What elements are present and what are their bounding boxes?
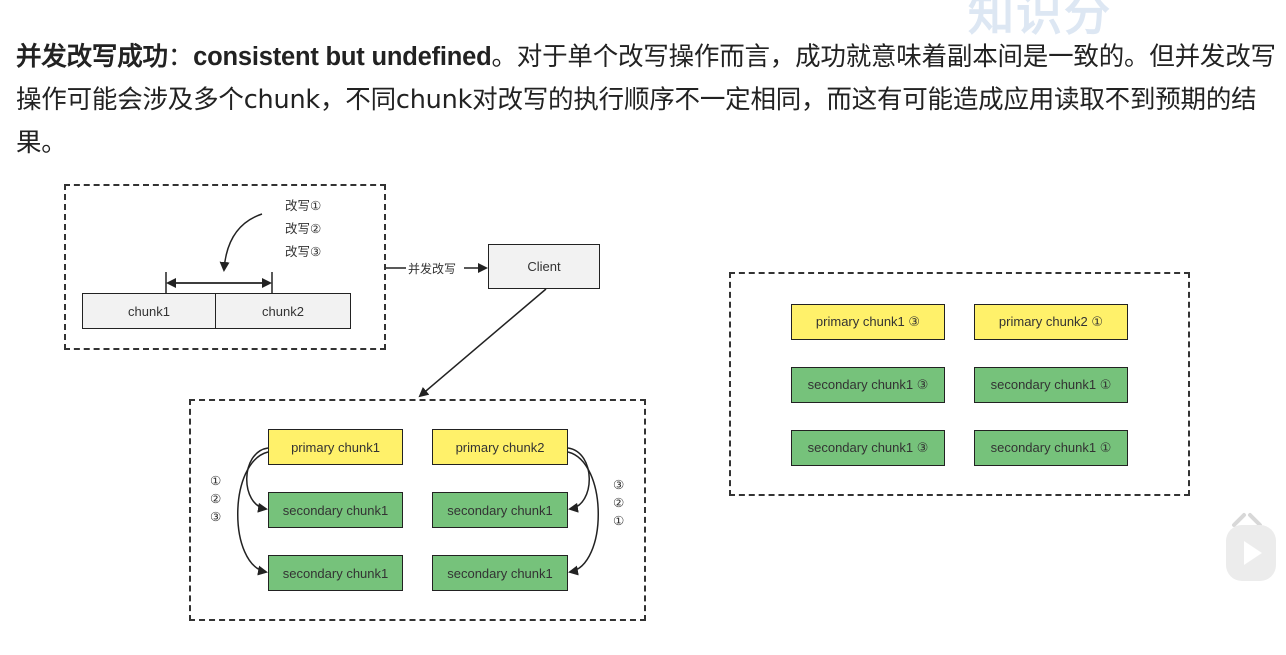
result-primary-chunk2: primary chunk2 ① — [974, 304, 1128, 340]
secondary-chunk-box: secondary chunk1 — [432, 555, 568, 591]
write-label-3: 改写③ — [285, 244, 322, 259]
paragraph-body: 。对于单个改写操作而言，成功就意味着副本间是一致的。但并发改写操作可能会涉及多个… — [16, 42, 1276, 158]
result-secondary-chunk: secondary chunk1 ① — [974, 430, 1128, 466]
heading-term: 并发改写成功 — [16, 42, 168, 72]
right-arrow-2 — [567, 451, 599, 576]
write-label-2: 改写② — [285, 221, 322, 236]
write-label-1: 改写① — [285, 198, 322, 213]
write-arrow — [219, 213, 263, 272]
concurrent-write-region — [64, 184, 386, 350]
result-primary-chunk1: primary chunk1 ③ — [791, 304, 945, 340]
result-secondary-chunk: secondary chunk1 ① — [974, 367, 1128, 403]
result-secondary-chunk: secondary chunk1 ③ — [791, 367, 945, 403]
primary-chunk2-box: primary chunk2 — [432, 429, 568, 465]
description-paragraph: 并发改写成功：consistent but undefined。对于单个改写操作… — [16, 36, 1278, 165]
secondary-chunk-box: secondary chunk1 — [432, 492, 568, 528]
primary-chunk1-box: primary chunk1 — [268, 429, 403, 465]
order-right-2: ② — [613, 495, 625, 510]
order-right-3: ① — [613, 513, 625, 528]
client-box: Client — [488, 244, 600, 289]
play-icon[interactable] — [1220, 505, 1282, 585]
consistency-term: consistent but undefined — [193, 43, 492, 71]
concurrent-write-label: 并发改写 — [408, 262, 457, 276]
left-arrow-1 — [246, 447, 269, 513]
result-region — [729, 272, 1190, 496]
chunk2-box: chunk2 — [215, 293, 351, 329]
heading-colon: ： — [167, 42, 194, 72]
secondary-chunk-box: secondary chunk1 — [268, 492, 403, 528]
result-secondary-chunk: secondary chunk1 ③ — [791, 430, 945, 466]
order-left-3: ③ — [210, 509, 222, 524]
watermark: 知识分 — [968, 0, 1112, 41]
left-arrow-2 — [237, 451, 269, 576]
order-left-1: ① — [210, 473, 222, 488]
right-arrow-1 — [567, 447, 590, 513]
client-arrow — [418, 288, 547, 398]
secondary-chunk-box: secondary chunk1 — [268, 555, 403, 591]
order-left-2: ② — [210, 491, 222, 506]
chunk1-box: chunk1 — [82, 293, 216, 329]
replication-region — [189, 399, 646, 621]
order-right-1: ③ — [613, 477, 625, 492]
